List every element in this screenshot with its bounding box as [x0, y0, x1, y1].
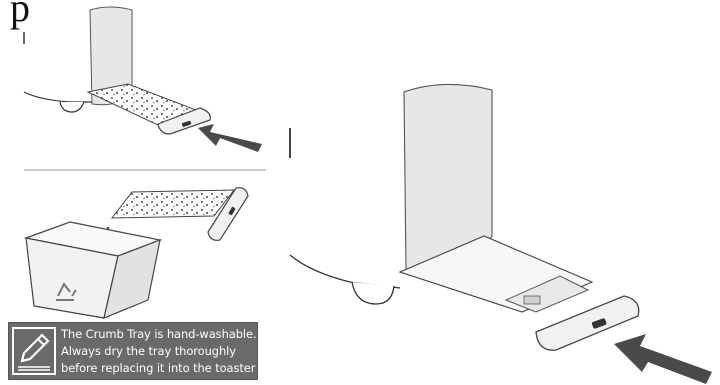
care-note: The Crumb Tray is hand-washable. Always … [8, 322, 258, 380]
page-letter: p [10, 0, 30, 30]
recycle-icon [56, 282, 77, 301]
push-arrow-icon [614, 334, 712, 384]
pencil-note-icon [12, 327, 56, 375]
care-note-line: Always dry the tray thoroughly [61, 344, 236, 358]
push-arrow-icon [198, 124, 262, 152]
figure-insert-tray [289, 83, 712, 384]
figure-remove-tray [23, 6, 262, 152]
care-note-line: The Crumb Tray is hand-washable. [61, 327, 257, 341]
care-note-line: before replacing it into the toaster [61, 361, 256, 375]
figure-empty-tray [23, 187, 249, 319]
care-note-text: The Crumb Tray is hand-washable. Always … [61, 326, 257, 377]
